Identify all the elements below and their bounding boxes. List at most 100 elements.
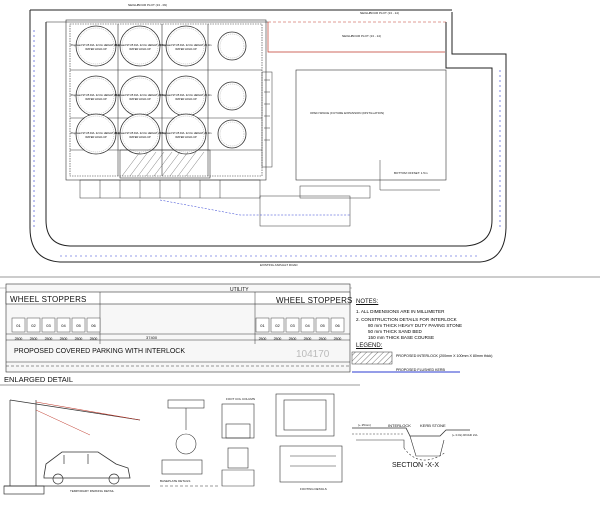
tank-9 xyxy=(165,113,207,155)
tank-sub-3: WATER HOLD-UP xyxy=(175,47,197,51)
level-top-label: (+ 25mm) xyxy=(358,423,371,427)
top-plot-label: NEIGHBOUR PLOT (13 - 09) xyxy=(128,3,167,7)
parking-slot xyxy=(270,317,285,333)
parking-slot xyxy=(26,317,41,333)
note-2: 2. CONSTRUCTION DETAILS FOR INTERLOCK xyxy=(356,317,457,322)
tank-ring-2 xyxy=(121,27,159,65)
column-label: FOOT COL COLUMN xyxy=(226,397,256,401)
storage-tanks: Proposed ST-05 DIA. 22.0m HEIGHT 26.0mWA… xyxy=(71,25,247,155)
mid-dimension: 37400 xyxy=(146,335,158,340)
parking-slot-number: 03 xyxy=(46,323,51,328)
pipe-rack xyxy=(79,71,371,227)
tank-2 xyxy=(119,25,161,67)
parking-slot-width: 2500 xyxy=(304,337,312,341)
bottom-road-label: EXISTING ASPHALT ROAD xyxy=(260,263,298,267)
overall-dimension: 104170 xyxy=(296,349,330,360)
section-xx xyxy=(352,427,470,461)
parking-slot-width: 2500 xyxy=(60,337,68,341)
parking-slot-number: 04 xyxy=(305,323,310,328)
parking-slot-number: 02 xyxy=(275,323,280,328)
future-expansion-area xyxy=(295,69,447,181)
note-2b: 50 mm THICK SAND BED xyxy=(368,329,422,334)
offset-label: BOTTOM OFFSET: 1.5m xyxy=(394,171,428,175)
tank-ring-7 xyxy=(77,115,115,153)
right-plot-label: NEIGHBOUR PLOT (13 - 14) xyxy=(342,34,381,38)
parking-slot-width: 2500 xyxy=(15,337,23,341)
tank-sub-2: WATER HOLD-UP xyxy=(129,47,151,51)
parking-slot xyxy=(315,317,330,333)
parking-slot xyxy=(41,317,56,333)
parking-slot xyxy=(11,317,26,333)
parking-slot xyxy=(56,317,71,333)
tank-ring-1 xyxy=(77,27,115,65)
perimeter-road xyxy=(29,9,507,263)
tank-12 xyxy=(217,119,247,149)
tank-8 xyxy=(119,113,161,155)
dimension-marks xyxy=(351,351,460,373)
road-level-label: (+ 0.0L) ROAD LVL xyxy=(452,433,478,437)
tank-sub-8: WATER HOLD-UP xyxy=(129,135,151,139)
hatched-area xyxy=(119,149,211,179)
canopy-detail xyxy=(3,399,150,495)
tank-ring-12 xyxy=(219,121,245,147)
legend-heading: LEGEND: xyxy=(356,343,383,349)
tank-sub-1: WATER HOLD-UP xyxy=(85,47,107,51)
tank-label-2: Proposed ST-05 DIA. 22.0m HEIGHT 26.0m xyxy=(115,43,166,47)
kerb-stone-label: KERB STONE xyxy=(420,423,446,428)
parking-slot-width: 2500 xyxy=(319,337,327,341)
parking-slot-width: 2500 xyxy=(334,337,342,341)
open-space-label: OPEN SPACE (FUTURE EXPANSION (DISTILLATI… xyxy=(310,111,385,115)
tank-label-3: Proposed ST-05 DIA. 22.0m HEIGHT 26.0m xyxy=(161,43,212,47)
notes-heading: NOTES: xyxy=(356,299,379,305)
legend-kerb: PROPOSED FLUSHED KERB xyxy=(396,368,445,372)
tank-label-9: Proposed ST-05 DIA. 22.0m HEIGHT 26.0m xyxy=(161,131,212,135)
parking-slot-width: 2500 xyxy=(259,337,267,341)
section-xx-title: SECTION -X-X xyxy=(392,462,440,469)
tank-11 xyxy=(217,81,247,111)
parking-slot-number: 04 xyxy=(61,323,66,328)
tank-sub-7: WATER HOLD-UP xyxy=(85,135,107,139)
parking-slot-number: 03 xyxy=(290,323,295,328)
parking-slot-number: 01 xyxy=(260,323,265,328)
parking-slot xyxy=(255,317,270,333)
parking-slot-number: 02 xyxy=(31,323,36,328)
parking-slot-width: 2500 xyxy=(90,337,98,341)
enlarged-detail-title: ENLARGED DETAIL xyxy=(4,375,74,384)
temporary-parking-label: TEMPORARY PARKING DETAIL xyxy=(70,489,115,493)
parking-slot-number: 06 xyxy=(91,323,96,328)
interlock-label: INTERLOCK xyxy=(388,423,411,428)
parking-slot-width: 2500 xyxy=(289,337,297,341)
leader-line xyxy=(379,160,440,191)
tank-ring-10 xyxy=(219,33,245,59)
parking-slot-width: 2500 xyxy=(274,337,282,341)
tank-label-6: Proposed ST-05 DIA. 22.0m HEIGHT 26.0m xyxy=(161,93,212,97)
tank-sub-4: WATER HOLD-UP xyxy=(85,97,107,101)
tank-label-4: Proposed ST-05 DIA. 22.0m HEIGHT 26.0m xyxy=(71,93,122,97)
tank-10 xyxy=(217,31,247,61)
tank-sub-6: WATER HOLD-UP xyxy=(175,97,197,101)
right-wheel-stoppers-label: WHEEL STOPPERS xyxy=(276,296,353,305)
top-right-plot-label: NEIGHBOUR PLOT (13 - 14) xyxy=(360,11,399,15)
parking-title: PROPOSED COVERED PARKING WITH INTERLOCK xyxy=(14,348,186,355)
tank-label-5: Proposed ST-05 DIA. 22.0m HEIGHT 26.0m xyxy=(115,93,166,97)
parking-slot-number: 05 xyxy=(320,323,325,328)
tank-ring-11 xyxy=(219,83,245,109)
baseplate-label: BASEPLATE DETAILS xyxy=(160,479,191,483)
parking-slot xyxy=(285,317,300,333)
tank-sub-9: WATER HOLD-UP xyxy=(175,135,197,139)
utility-label: UTILITY xyxy=(230,287,249,293)
tank-3 xyxy=(165,25,207,67)
parking-slot-number: 05 xyxy=(76,323,81,328)
baseplate-detail xyxy=(160,393,343,487)
parking-slot xyxy=(330,317,345,333)
legend-interlock: PROPOSED INTERLOCK (200mm X 100mm X 80mm… xyxy=(396,354,493,358)
footing-label: FOOTING DETAILS xyxy=(300,487,327,491)
tank-1 xyxy=(75,25,117,67)
tank-label-1: Proposed ST-05 DIA. 22.0m HEIGHT 26.0m xyxy=(71,43,122,47)
tank-ring-3 xyxy=(167,27,205,65)
note-2c: 150 mm THICK BASE COURSE xyxy=(368,335,435,340)
